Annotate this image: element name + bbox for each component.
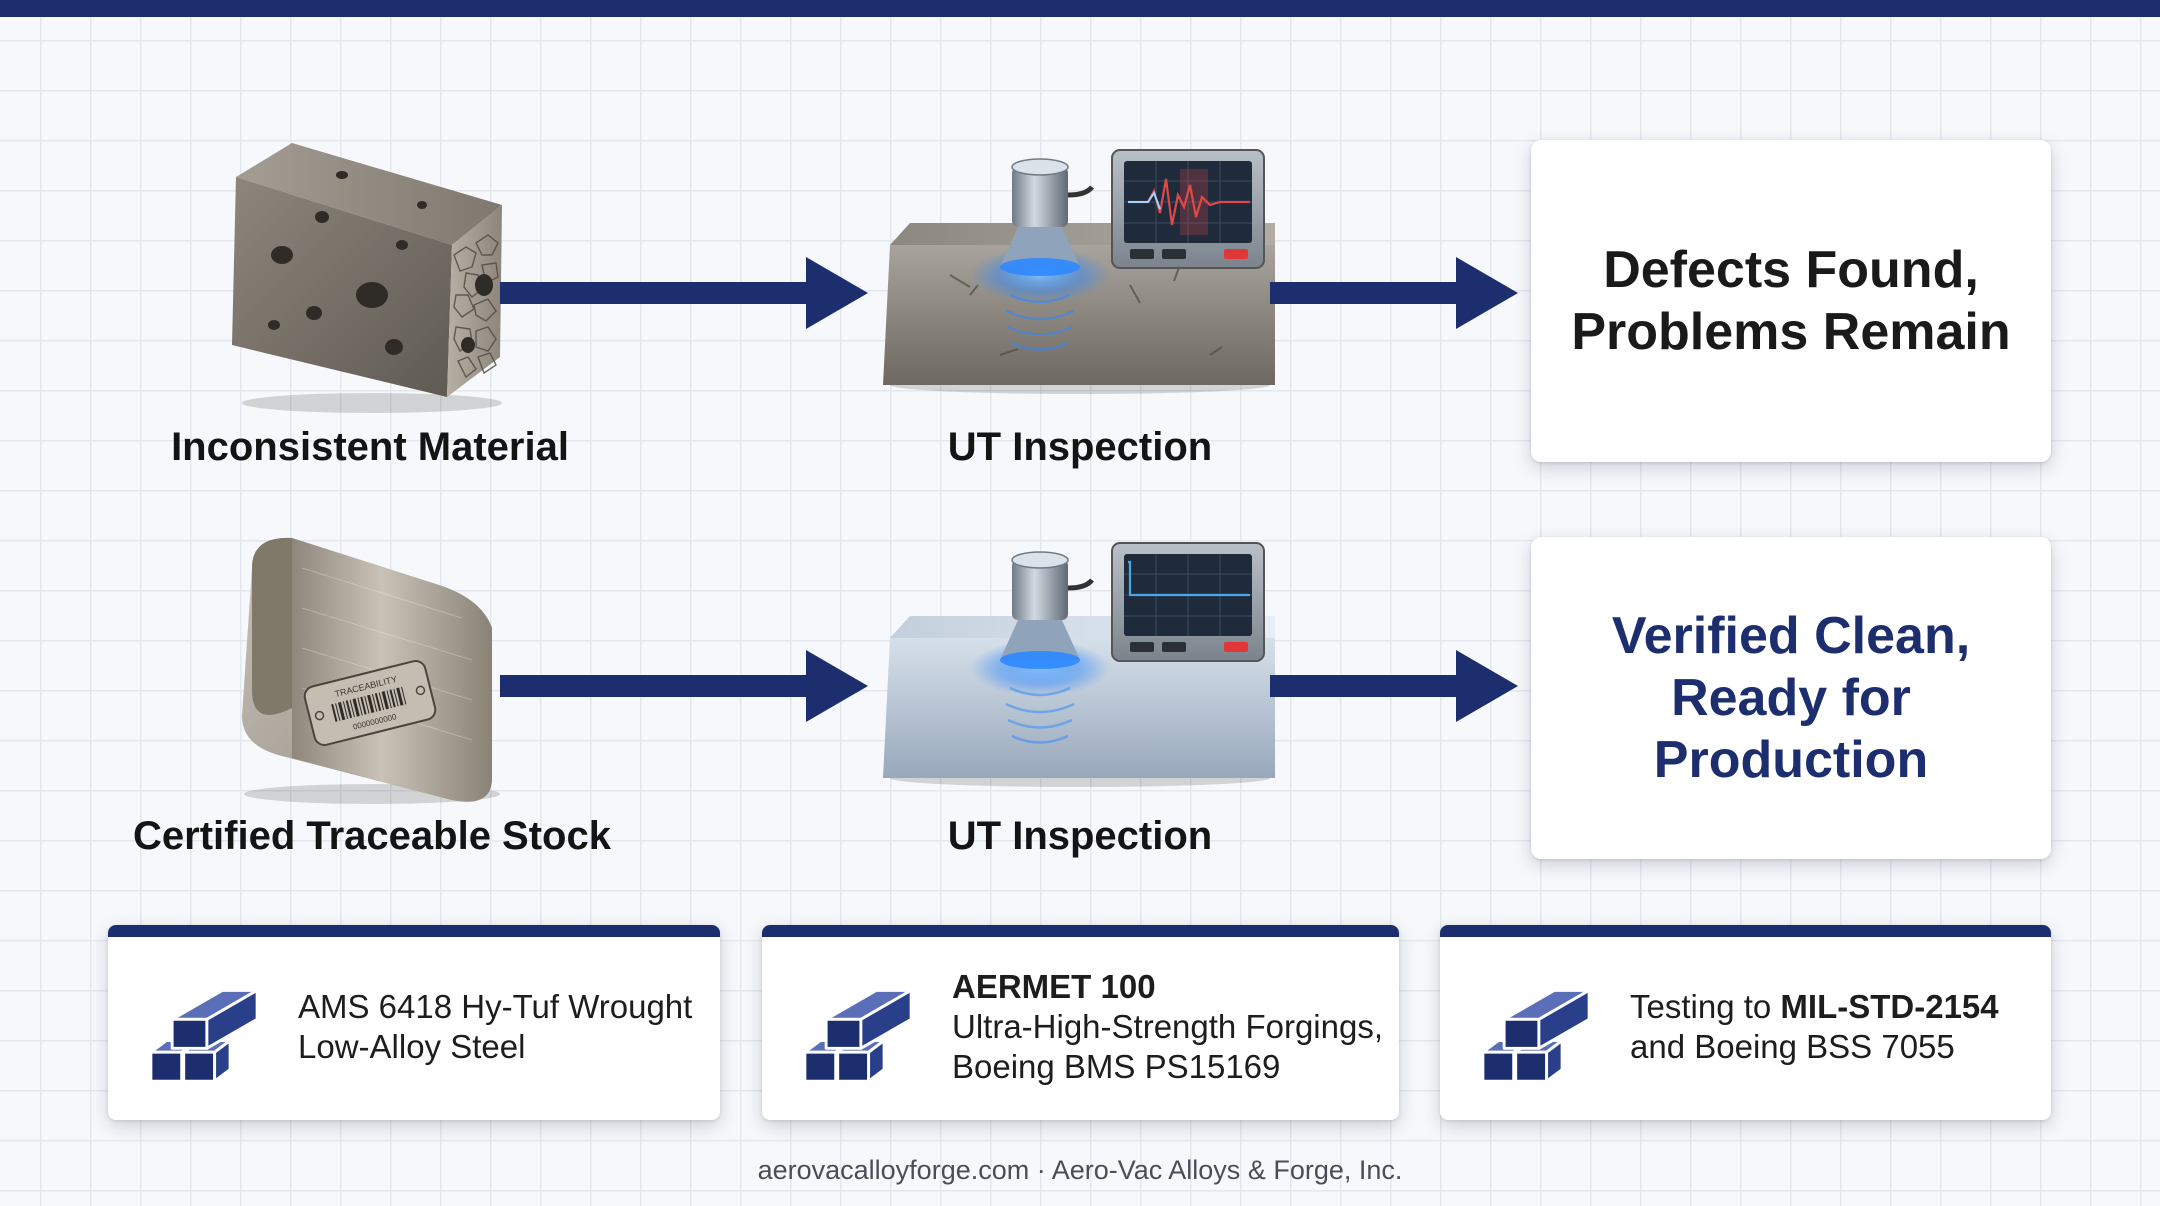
- info-title: AERMET 100: [952, 968, 1156, 1005]
- card-accent-bar: [108, 925, 720, 937]
- ut-station-1: [883, 149, 1275, 394]
- inspection-label-1: UT Inspection: [947, 425, 1213, 469]
- material-label-2: Certified Traceable Stock: [133, 814, 611, 858]
- card-accent-bar: [762, 925, 1399, 937]
- info-card-ams6418: AMS 6418 Hy-Tuf Wrought Low-Alloy Steel: [108, 925, 720, 1120]
- info-line-2: and Boeing BSS 7055: [1630, 1028, 1955, 1065]
- info-line-2: Low-Alloy Steel: [298, 1028, 526, 1065]
- info-card-testing: Testing to MIL-STD-2154 and Boeing BSS 7…: [1440, 925, 2051, 1120]
- ut-station-2: [883, 542, 1275, 787]
- info-text-testing: Testing to MIL-STD-2154 and Boeing BSS 7…: [1630, 987, 1999, 1067]
- top-accent-bar: [0, 0, 2160, 17]
- info-line-1: AMS 6418 Hy-Tuf Wrought: [298, 988, 693, 1025]
- steel-bars-icon: [149, 988, 259, 1083]
- card-accent-bar: [1440, 925, 2051, 937]
- steel-bars-icon: [1481, 988, 1591, 1083]
- info-line-1-prefix: Testing to: [1630, 988, 1781, 1025]
- steel-bars-icon: [803, 988, 913, 1083]
- arrow-1b: [1270, 257, 1518, 329]
- info-text-aermet: AERMET 100 Ultra-High-Strength Forgings,…: [952, 967, 1383, 1087]
- arrow-1a: [500, 257, 868, 329]
- result-card-defects: Defects Found, Problems Remain: [1531, 140, 2051, 462]
- info-line-1-standard: MIL-STD-2154: [1780, 988, 1999, 1025]
- arrow-2a: [500, 650, 868, 722]
- certified-stock-block: TRACEABILITY 0000000000: [242, 537, 500, 804]
- info-line-1: Ultra-High-Strength Forgings,: [952, 1008, 1383, 1045]
- arrow-2b: [1270, 650, 1518, 722]
- info-line-1: Testing to MIL-STD-2154: [1630, 987, 1999, 1027]
- result-card-verified: Verified Clean, Ready for Production: [1531, 537, 2051, 859]
- result-text-defects: Defects Found, Problems Remain: [1571, 241, 2011, 361]
- defective-material-block: [232, 143, 502, 413]
- info-text-ams6418: AMS 6418 Hy-Tuf Wrought Low-Alloy Steel: [298, 987, 692, 1067]
- info-card-aermet: AERMET 100 Ultra-High-Strength Forgings,…: [762, 925, 1399, 1120]
- inspection-label-2: UT Inspection: [947, 814, 1213, 858]
- footer-credit: aerovacalloyforge.com · Aero-Vac Alloys …: [757, 1155, 1403, 1185]
- material-label-1: Inconsistent Material: [171, 425, 569, 469]
- result-text-verified: Verified Clean, Ready for Production: [1611, 607, 1971, 789]
- info-line-2: Boeing BMS PS15169: [952, 1048, 1281, 1085]
